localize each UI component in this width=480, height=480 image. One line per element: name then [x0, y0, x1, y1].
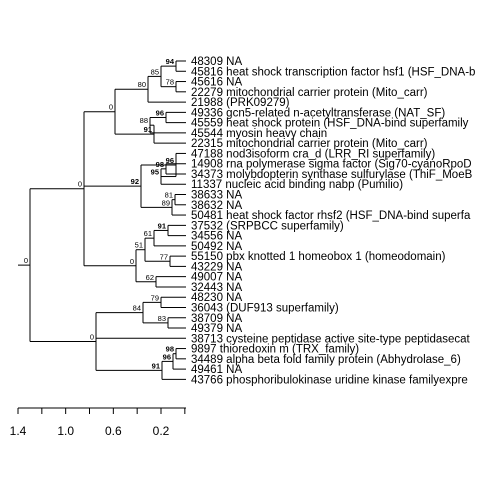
leaf-label: 38633 NA [191, 190, 242, 202]
axis-tick-label: 0.6 [105, 424, 122, 438]
leaf-label: 34373 molybdopterin synthase sulfurylase… [191, 169, 473, 181]
leaf-label: 38632 NA [191, 200, 242, 212]
scale-axis: 1.4 1.0 0.6 0.2 [10, 408, 186, 438]
leaf-label: 43229 NA [191, 261, 242, 273]
leaf-label: 47188 nod3isoform cra_d (LRR_RI superfam… [191, 148, 435, 160]
leaf-label: 38709 NA [191, 313, 242, 325]
leaf-label: 49461 NA [191, 364, 242, 376]
leaf-label: 48230 NA [191, 292, 242, 304]
support-value: 77 [160, 252, 168, 261]
support-value: 83 [158, 314, 166, 323]
support-value: 62 [146, 273, 154, 282]
leaf-label: 48309 NA [191, 56, 242, 68]
support-value: 78 [166, 78, 174, 87]
leaf-label: 45559 heat shock protein (HSF_DNA-bind s… [191, 118, 469, 130]
support-value: 88 [140, 116, 148, 125]
support-value: 61 [144, 229, 152, 238]
leaf-label: 49336 gcn5-related n-acetyltransferase (… [191, 107, 445, 119]
support-value: 80 [138, 80, 146, 89]
support-value: 81 [165, 191, 173, 200]
support-value: 96 [156, 108, 164, 117]
leaf-label: 49379 NA [191, 323, 242, 335]
support-value: 0 [109, 103, 113, 112]
support-values: 9478858096889109895968189929161775162007… [24, 57, 175, 370]
axis-tick-label: 0.2 [153, 424, 170, 438]
leaf-label: 50481 heat shock factor rhsf2 (HSF_DNA-b… [191, 210, 471, 222]
leaf-label: 38713 cysteine peptidase active site-typ… [191, 333, 471, 345]
support-value: 98 [156, 160, 164, 169]
axis-tick-label: 1.4 [10, 424, 27, 438]
support-value: 0 [24, 256, 28, 265]
support-value: 91 [152, 361, 160, 370]
support-value: 91 [144, 125, 152, 134]
leaf-label: 32443 NA [191, 282, 242, 294]
leaf-label: 43766 phosphoribulokinase uridine kinase… [191, 374, 468, 386]
leaf-label: 22315 mitochondrial carrier protein (Mit… [191, 138, 428, 150]
support-value: 89 [162, 198, 170, 207]
support-value: 98 [166, 345, 174, 354]
leaf-label: 21988 (PRK09279) [191, 97, 290, 109]
support-value: 79 [151, 293, 159, 302]
leaf-label: 55150 pbx knotted 1 homeobox 1 (homeodom… [191, 251, 446, 263]
support-value: 95 [151, 168, 159, 177]
leaf-label: 9897 thioredoxin m (TRX_family) [191, 344, 359, 356]
leaf-label: 34489 alpha beta fold family protein (Ab… [191, 354, 461, 366]
leaf-label: 37532 (SRPBCC superfamily) [191, 220, 344, 232]
support-value: 85 [151, 67, 159, 76]
support-value: 0 [78, 180, 82, 189]
leaf-label: 14908 rna polymerase sigma factor (Sig70… [191, 159, 472, 171]
tree-branches [18, 60, 186, 409]
support-value: 92 [131, 177, 139, 186]
leaf-label: 45544 myosin heavy chain [191, 128, 327, 140]
leaf-label: 49007 NA [191, 272, 242, 284]
leaf-label: 11337 nucleic acid binding nabp (Pumilio… [191, 179, 403, 191]
support-value: 51 [135, 241, 143, 250]
support-value: 94 [166, 57, 175, 66]
leaf-label: 50492 NA [191, 241, 242, 253]
leaf-label: 45616 NA [191, 77, 242, 89]
axis-tick-label: 1.0 [57, 424, 74, 438]
support-value: 84 [133, 304, 141, 313]
leaf-label: 34556 NA [191, 231, 242, 243]
leaf-label: 45816 heat shock transcription factor hs… [191, 66, 475, 78]
support-value: 91 [158, 221, 166, 230]
support-value: 0 [130, 257, 134, 266]
support-value: 0 [90, 332, 94, 341]
support-value: 96 [166, 156, 174, 165]
leaf-label: 22279 mitochondrial carrier protein (Mit… [191, 87, 428, 99]
support-value: 96 [163, 352, 171, 361]
leaf-label: 36043 (DUF913 superfamily) [191, 302, 339, 314]
